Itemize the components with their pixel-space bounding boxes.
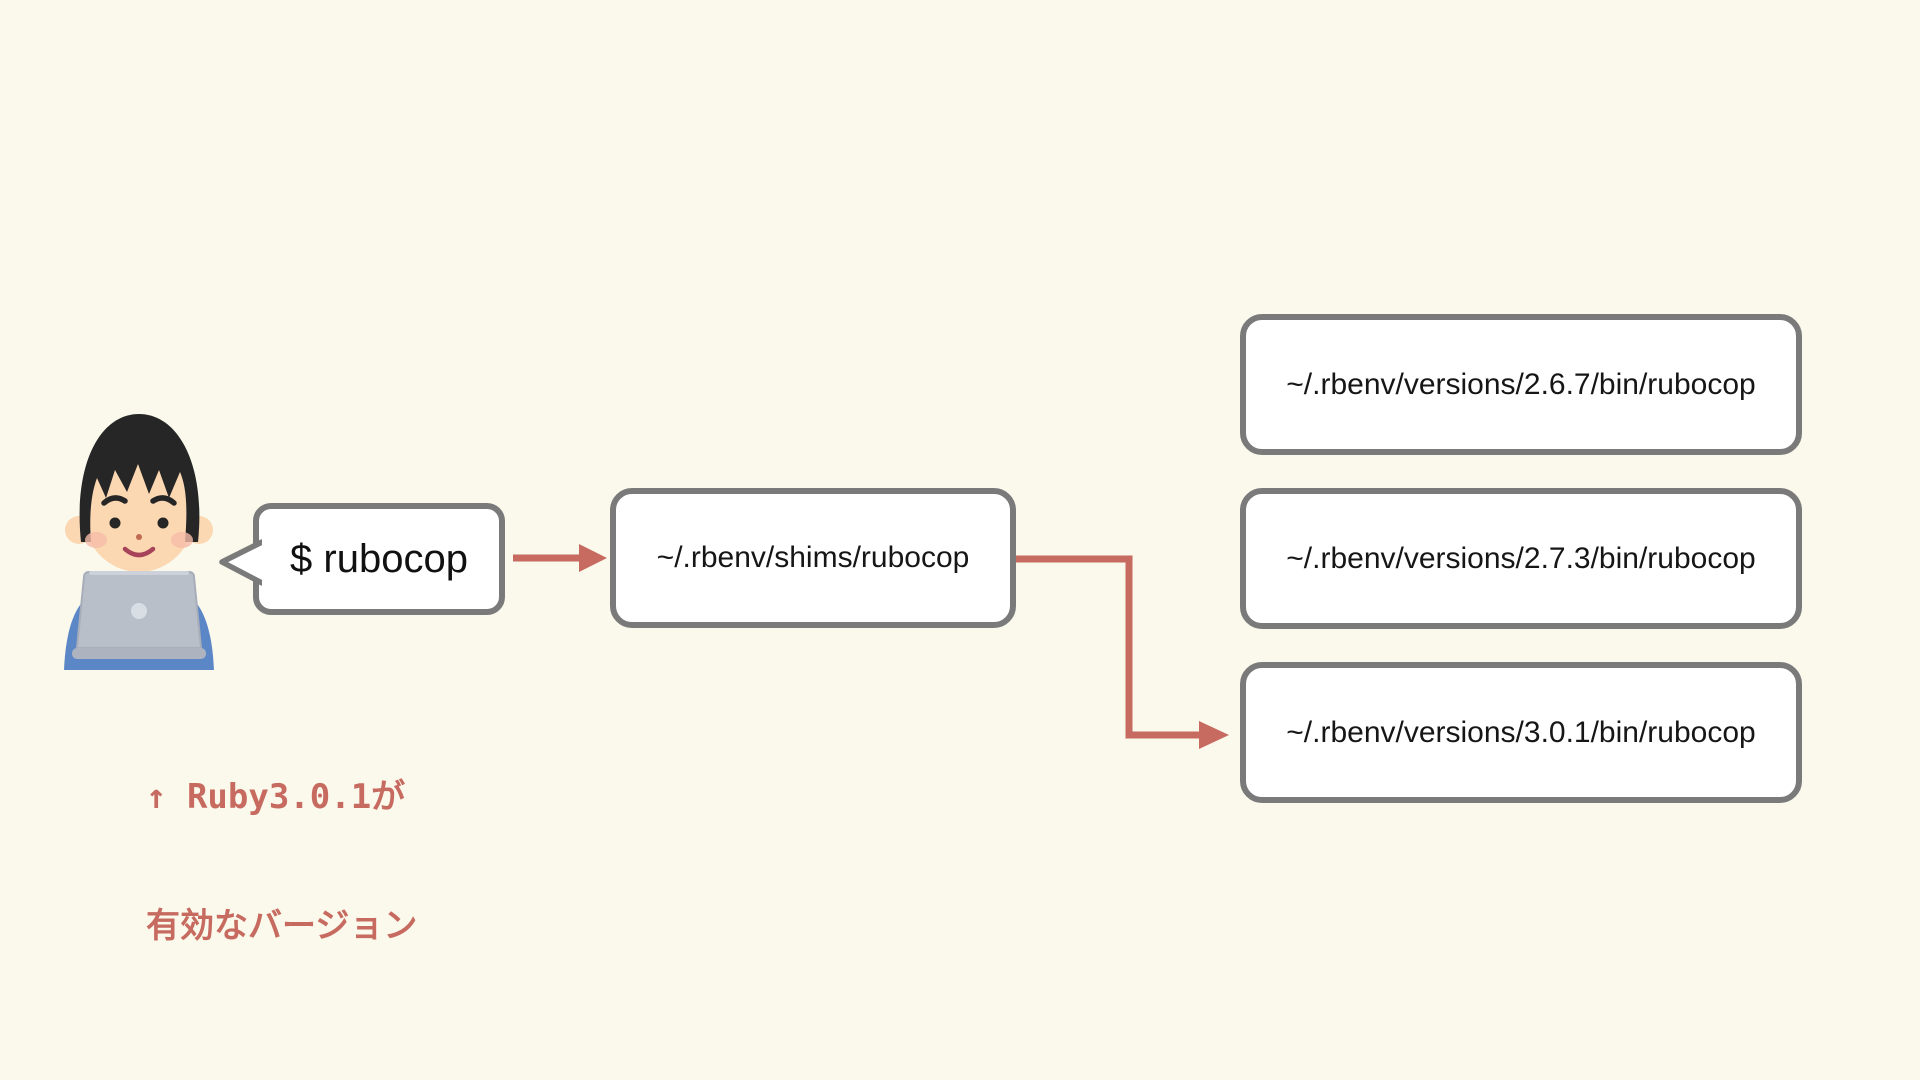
annotation-line-2: 有効なバージョン <box>146 906 418 946</box>
eye-right <box>157 517 169 529</box>
nose <box>136 534 142 540</box>
active-version-annotation: ↑ Ruby3.0.1が 有効なバージョン <box>146 690 417 1034</box>
laptop-logo <box>131 603 147 619</box>
mouth <box>122 546 156 558</box>
laptop-lid-rim <box>89 571 189 575</box>
speech-bubble-tail <box>219 539 262 586</box>
arrow-command-to-shim <box>513 544 607 572</box>
blush-left <box>85 532 107 548</box>
version-box-3-0-1: ~/.rbenv/versions/3.0.1/bin/rubocop <box>1240 662 1802 803</box>
shim-path-text: ~/.rbenv/shims/rubocop <box>656 541 970 574</box>
annotation-line-1: ↑ Ruby3.0.1が <box>146 777 406 817</box>
blush-right <box>171 532 193 548</box>
hair <box>79 414 200 542</box>
eyebrow-right <box>150 495 177 506</box>
laptop-base <box>72 648 206 659</box>
version-box-2-7-3: ~/.rbenv/versions/2.7.3/bin/rubocop <box>1240 488 1802 629</box>
shell-command-text: $ rubocop <box>290 536 468 581</box>
version-path-text: ~/.rbenv/versions/2.6.7/bin/rubocop <box>1286 367 1756 401</box>
arrow-shim-to-version-3-0-1 <box>1016 555 1229 749</box>
version-box-2-6-7: ~/.rbenv/versions/2.6.7/bin/rubocop <box>1240 314 1802 455</box>
speech-bubble: $ rubocop <box>253 503 505 615</box>
version-path-text: ~/.rbenv/versions/3.0.1/bin/rubocop <box>1286 715 1756 749</box>
version-path-text: ~/.rbenv/versions/2.7.3/bin/rubocop <box>1286 541 1756 575</box>
eyebrow-left <box>101 495 128 506</box>
shim-path-box: ~/.rbenv/shims/rubocop <box>610 488 1016 628</box>
person-at-laptop-illustration <box>64 414 214 670</box>
eye-left <box>109 517 121 529</box>
